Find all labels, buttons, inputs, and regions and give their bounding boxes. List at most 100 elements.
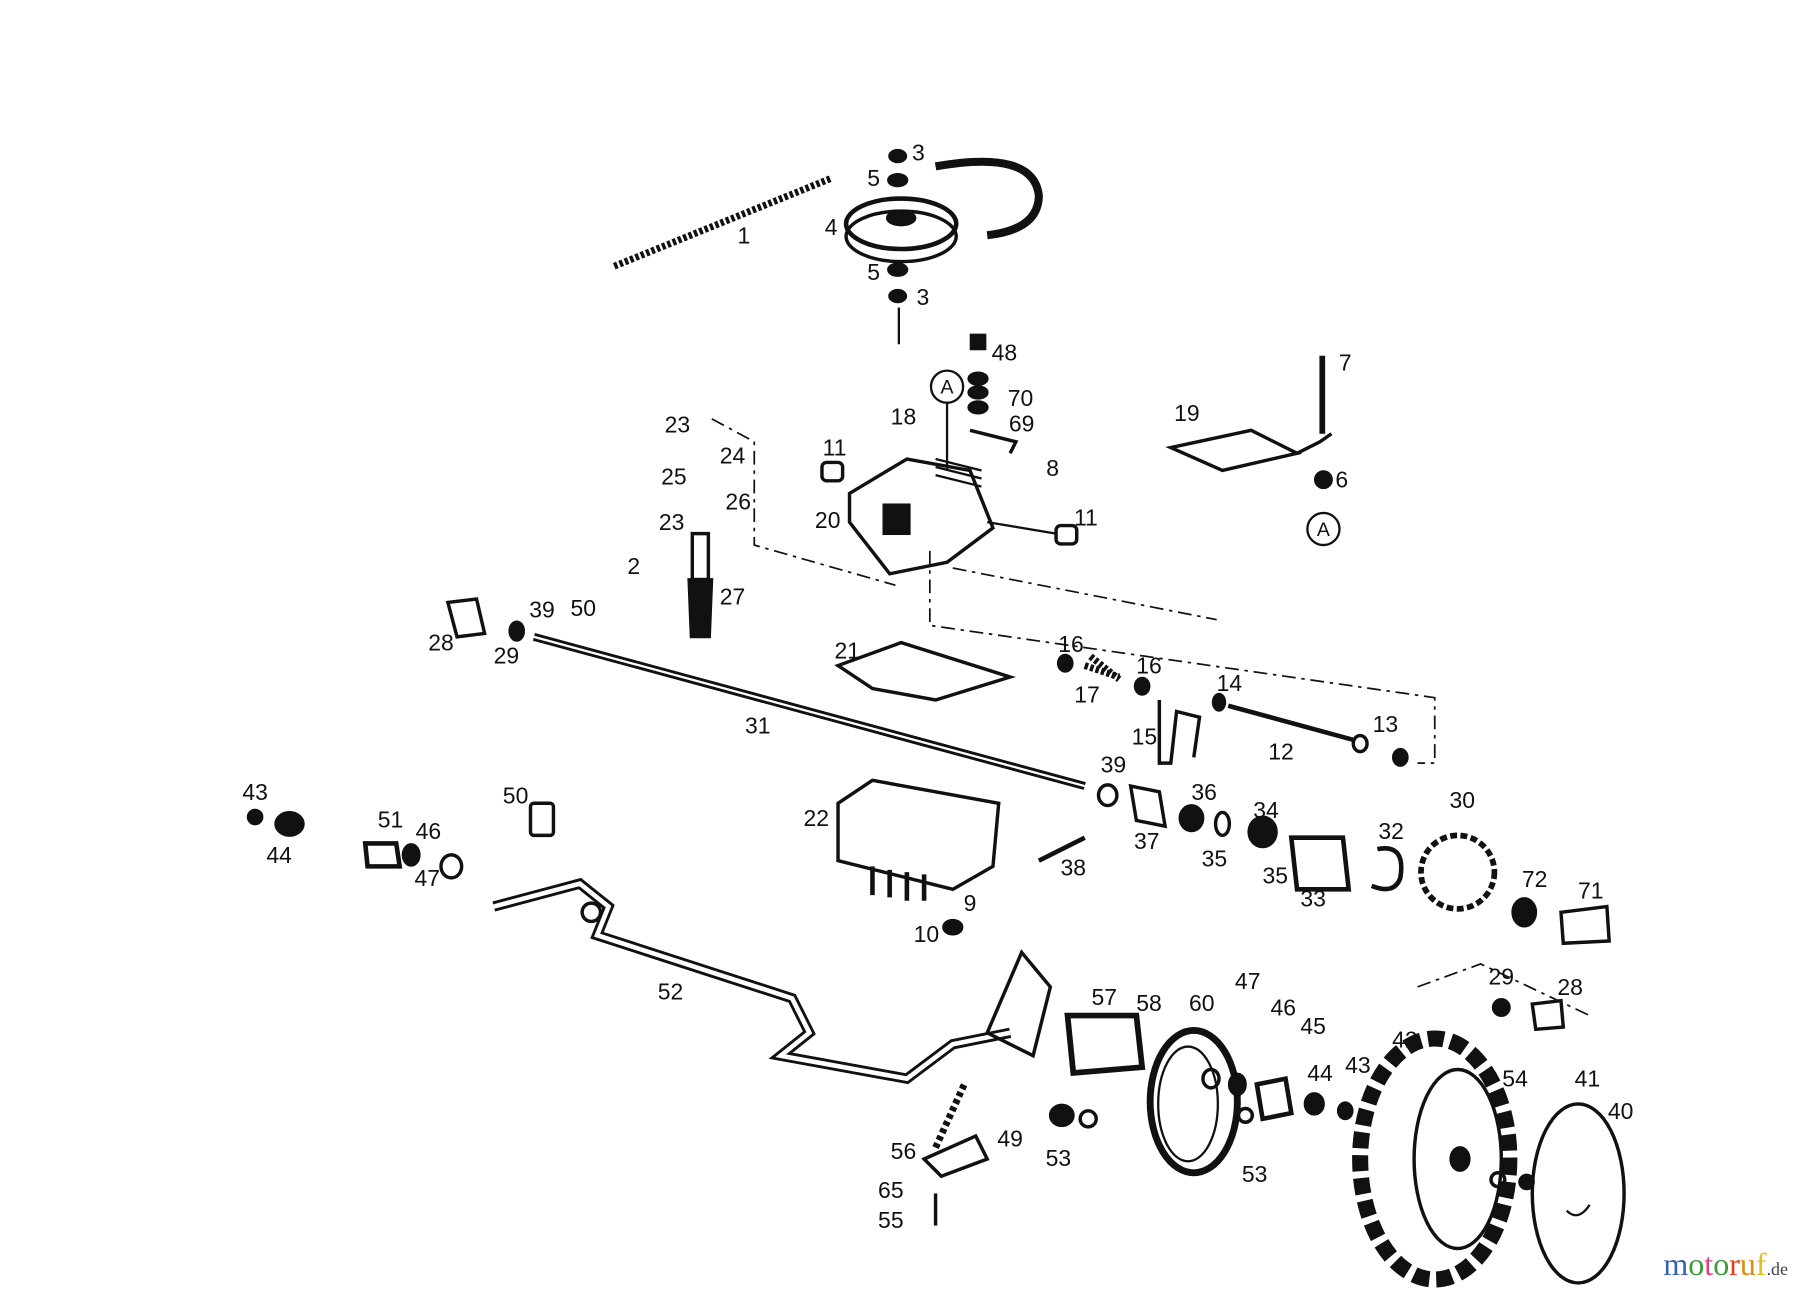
part-number-label: 37 bbox=[1134, 828, 1160, 854]
part-number-label: 48 bbox=[992, 339, 1018, 365]
part-number-label: 24 bbox=[720, 443, 746, 469]
part-number-label: 52 bbox=[658, 978, 684, 1004]
hubcap-part bbox=[1530, 1102, 1626, 1285]
part-number-label: 29 bbox=[494, 642, 520, 668]
part-number-label: 23 bbox=[665, 412, 691, 438]
logo-suffix: .de bbox=[1766, 1259, 1789, 1279]
wheel-part bbox=[1352, 1030, 1518, 1288]
part-number-label: 47 bbox=[414, 865, 440, 891]
part-number-label: 47 bbox=[1235, 968, 1261, 994]
gearbox-boss bbox=[882, 503, 911, 536]
part-number-label: 31 bbox=[745, 712, 771, 738]
logo-letter: f bbox=[1755, 1246, 1767, 1282]
part-number-label: 15 bbox=[1132, 724, 1158, 750]
part-number-label: 38 bbox=[1061, 855, 1087, 881]
reference-marker-circle bbox=[929, 369, 965, 404]
part-number-label: 20 bbox=[815, 507, 841, 533]
part-number-label: 65 bbox=[878, 1177, 904, 1203]
part-number-label: 10 bbox=[914, 921, 940, 947]
part-number-label: 36 bbox=[1191, 779, 1217, 805]
part-number-label: 28 bbox=[428, 630, 454, 656]
reference-marker-label: A bbox=[941, 377, 954, 399]
part-number-label: 2 bbox=[627, 553, 640, 579]
part-number-label: 13 bbox=[1373, 711, 1399, 737]
part-drawings bbox=[246, 148, 1626, 1288]
part-number-label: 28 bbox=[1557, 974, 1583, 1000]
part-number-label: 25 bbox=[661, 463, 687, 489]
part-number-label: 3 bbox=[917, 284, 930, 310]
part-number-label: 5 bbox=[867, 259, 880, 285]
part-number-label: 71 bbox=[1578, 878, 1604, 904]
logo-letter: u bbox=[1739, 1246, 1756, 1282]
part-number-label: 46 bbox=[1271, 995, 1297, 1021]
part-number-label: 30 bbox=[1450, 787, 1476, 813]
part-number-label: 50 bbox=[503, 782, 529, 808]
part-number-label: 11 bbox=[1074, 505, 1098, 531]
part-number-label: 58 bbox=[1136, 990, 1162, 1016]
part-number-label: 41 bbox=[1575, 1066, 1601, 1092]
part-number-label: 14 bbox=[1217, 670, 1243, 696]
logo-letter: r bbox=[1729, 1246, 1740, 1282]
part-number-label: 56 bbox=[891, 1138, 917, 1164]
reference-marker-circle bbox=[1306, 511, 1341, 547]
part-number-label: 72 bbox=[1522, 866, 1548, 892]
washer-part bbox=[887, 172, 909, 188]
part-number-label: 69 bbox=[1009, 410, 1035, 436]
part-number-label: 35 bbox=[1202, 845, 1228, 871]
part-number-label: 4 bbox=[825, 214, 838, 240]
part-number-label: 39 bbox=[1101, 751, 1127, 777]
part-number-label: 32 bbox=[1378, 818, 1404, 844]
washer-part bbox=[887, 262, 909, 277]
part-number-label: 55 bbox=[878, 1207, 904, 1233]
part-number-label: 57 bbox=[1092, 984, 1118, 1010]
gearbox-cover-part bbox=[847, 457, 996, 576]
part-number-label: 40 bbox=[1608, 1098, 1634, 1124]
pulley-hub bbox=[885, 209, 917, 227]
part-number-label: 34 bbox=[1253, 797, 1279, 823]
part-number-label: 50 bbox=[571, 595, 597, 621]
part-number-label: 18 bbox=[891, 404, 917, 430]
part-number-label: 21 bbox=[834, 638, 860, 664]
part-number-label: 39 bbox=[529, 596, 555, 622]
part-number-label: 60 bbox=[1189, 990, 1215, 1016]
part-number-label: 42 bbox=[1392, 1027, 1418, 1053]
part-number-label: 12 bbox=[1268, 739, 1294, 765]
bracket-part bbox=[1165, 428, 1303, 473]
logo-letter: m bbox=[1663, 1246, 1689, 1282]
axle-part bbox=[492, 877, 1012, 1085]
reference-marker-label: A bbox=[1317, 519, 1330, 541]
part-number-label: 5 bbox=[867, 165, 880, 191]
logo-letter: o bbox=[1688, 1246, 1705, 1282]
drive-disc-part bbox=[1146, 1027, 1241, 1177]
pulley-part bbox=[843, 196, 959, 252]
motoruf-logo: motoruf.de bbox=[1663, 1246, 1788, 1283]
part-number-label: 35 bbox=[1262, 863, 1288, 889]
belt-curve-part bbox=[934, 157, 1043, 240]
part-number-label: 23 bbox=[659, 509, 685, 535]
part-labels: 1354534870691823242526231181120227719628… bbox=[242, 140, 1633, 1233]
belt-part bbox=[612, 174, 834, 270]
part-number-label: 53 bbox=[1242, 1161, 1268, 1187]
part-number-label: 17 bbox=[1074, 681, 1100, 707]
part-number-label: 33 bbox=[1300, 886, 1326, 912]
part-number-label: 7 bbox=[1339, 350, 1352, 376]
part-number-label: 16 bbox=[1058, 631, 1084, 657]
part-number-label: 53 bbox=[1046, 1145, 1072, 1171]
gasket-part bbox=[834, 640, 1016, 702]
part-number-label: 8 bbox=[1046, 455, 1059, 481]
part-number-label: 16 bbox=[1136, 653, 1162, 679]
part-number-label: 9 bbox=[964, 890, 977, 916]
part-number-label: 19 bbox=[1174, 400, 1200, 426]
part-number-label: 6 bbox=[1335, 467, 1348, 493]
part-number-label: 70 bbox=[1008, 385, 1034, 411]
part-number-label: 1 bbox=[738, 222, 751, 248]
gear-part bbox=[1418, 832, 1498, 912]
logo-letter: o bbox=[1713, 1246, 1730, 1282]
nut-part bbox=[888, 288, 908, 304]
part-number-label: 51 bbox=[378, 806, 404, 832]
part-number-label: 43 bbox=[242, 779, 268, 805]
part-number-label: 29 bbox=[1489, 964, 1515, 990]
part-number-label: 44 bbox=[266, 842, 292, 868]
